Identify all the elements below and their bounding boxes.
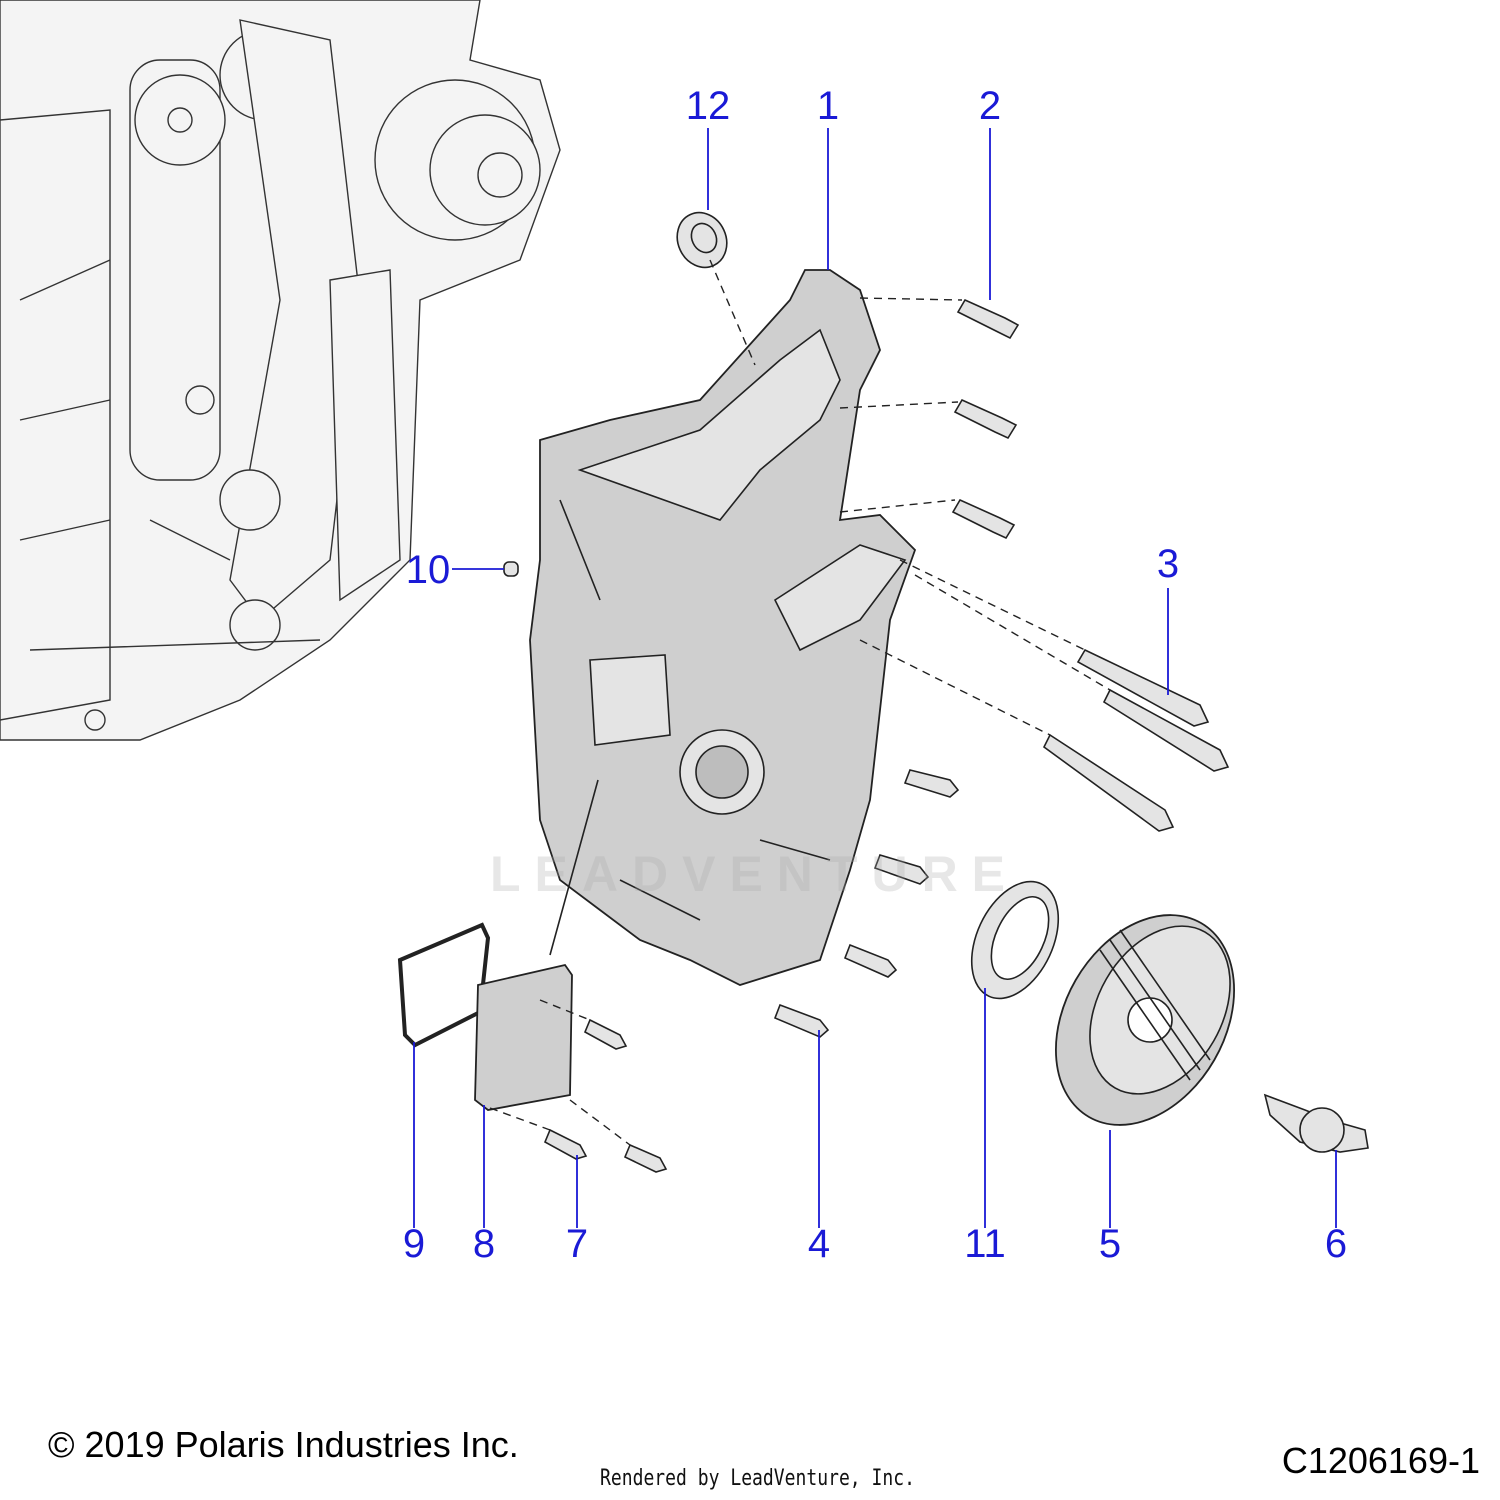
callout-7[interactable]: 7 [565,1222,589,1266]
bolts-4[interactable] [773,769,960,1038]
timing-cover[interactable] [529,269,917,986]
bolts-2[interactable] [951,298,1020,540]
figure-code: C1206169-1 [1281,1440,1480,1481]
long-bolts-3[interactable] [1042,648,1230,832]
callout-10[interactable]: 10 [405,548,451,592]
bolts-7[interactable] [543,1018,668,1173]
watermark-text: LEADVENTURE [490,846,1020,902]
rendered-by-credit: Rendered by LeadVenture, Inc. [600,1466,915,1491]
callout-5[interactable]: 5 [1098,1222,1122,1266]
damper-pulley-5[interactable] [1020,883,1271,1157]
callout-2[interactable]: 2 [978,84,1002,128]
gasket-9[interactable] [397,922,491,1048]
callout-4[interactable]: 4 [807,1222,831,1266]
copyright-notice: © 2019 Polaris Industries Inc. [48,1424,519,1465]
crank-seal-11[interactable] [954,868,1075,1013]
callout-1[interactable]: 1 [816,84,840,128]
engine-assembly [0,0,561,741]
callout-12[interactable]: 12 [685,84,731,128]
callout-6[interactable]: 6 [1324,1222,1348,1266]
dowel-10[interactable] [503,561,519,577]
leader-lines [413,128,1337,1228]
seal-12[interactable] [668,204,735,275]
assembly-lines [489,259,1111,1146]
callout-11[interactable]: 11 [964,1222,1006,1266]
callout-8[interactable]: 8 [472,1222,496,1266]
cover-plate-8[interactable] [474,963,573,1111]
callout-9[interactable]: 9 [402,1222,426,1266]
callout-3[interactable]: 3 [1156,542,1180,586]
crank-bolt-6[interactable] [1263,1093,1369,1153]
